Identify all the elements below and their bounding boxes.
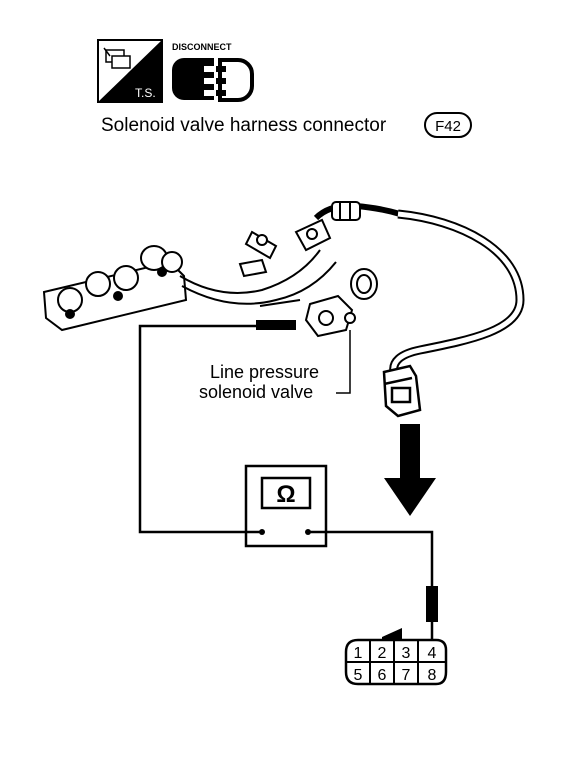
- pin-6: 6: [378, 667, 387, 684]
- label-leader-line: [336, 330, 351, 394]
- connector-pinout: 1 2 3 4 5 6 7 8: [344, 628, 448, 686]
- pin-1: 1: [354, 645, 363, 662]
- title: Solenoid valve harness connector: [101, 115, 387, 136]
- connector-code: F42: [435, 118, 461, 135]
- pin-4: 4: [428, 645, 437, 662]
- down-arrow-icon: [384, 424, 436, 516]
- probe-right: [426, 586, 438, 622]
- pin-3: 3: [402, 645, 411, 662]
- harness-cable: [389, 209, 525, 373]
- pin-7: 7: [402, 667, 411, 684]
- component-label-line1: Line pressure: [210, 362, 319, 382]
- harness-connector-plug: [382, 364, 422, 418]
- pin-8: 8: [428, 667, 437, 684]
- test-lead-left: [138, 324, 262, 534]
- valve-body-illustration: [42, 201, 401, 338]
- pin-5: 5: [354, 667, 363, 684]
- disconnect-icon: DISCONNECT: [172, 42, 254, 102]
- ts-label: T.S.: [135, 86, 156, 100]
- pin-2: 2: [378, 645, 387, 662]
- probe-left: [256, 320, 296, 330]
- ts-icon: T.S.: [97, 39, 163, 103]
- connector-code-badge: [424, 112, 472, 138]
- ohmmeter: Ω: [244, 464, 328, 548]
- ohm-symbol: Ω: [276, 481, 295, 508]
- component-label-line2: solenoid valve: [199, 382, 313, 402]
- disconnect-label: DISCONNECT: [172, 42, 232, 52]
- test-lead-right: [308, 530, 434, 640]
